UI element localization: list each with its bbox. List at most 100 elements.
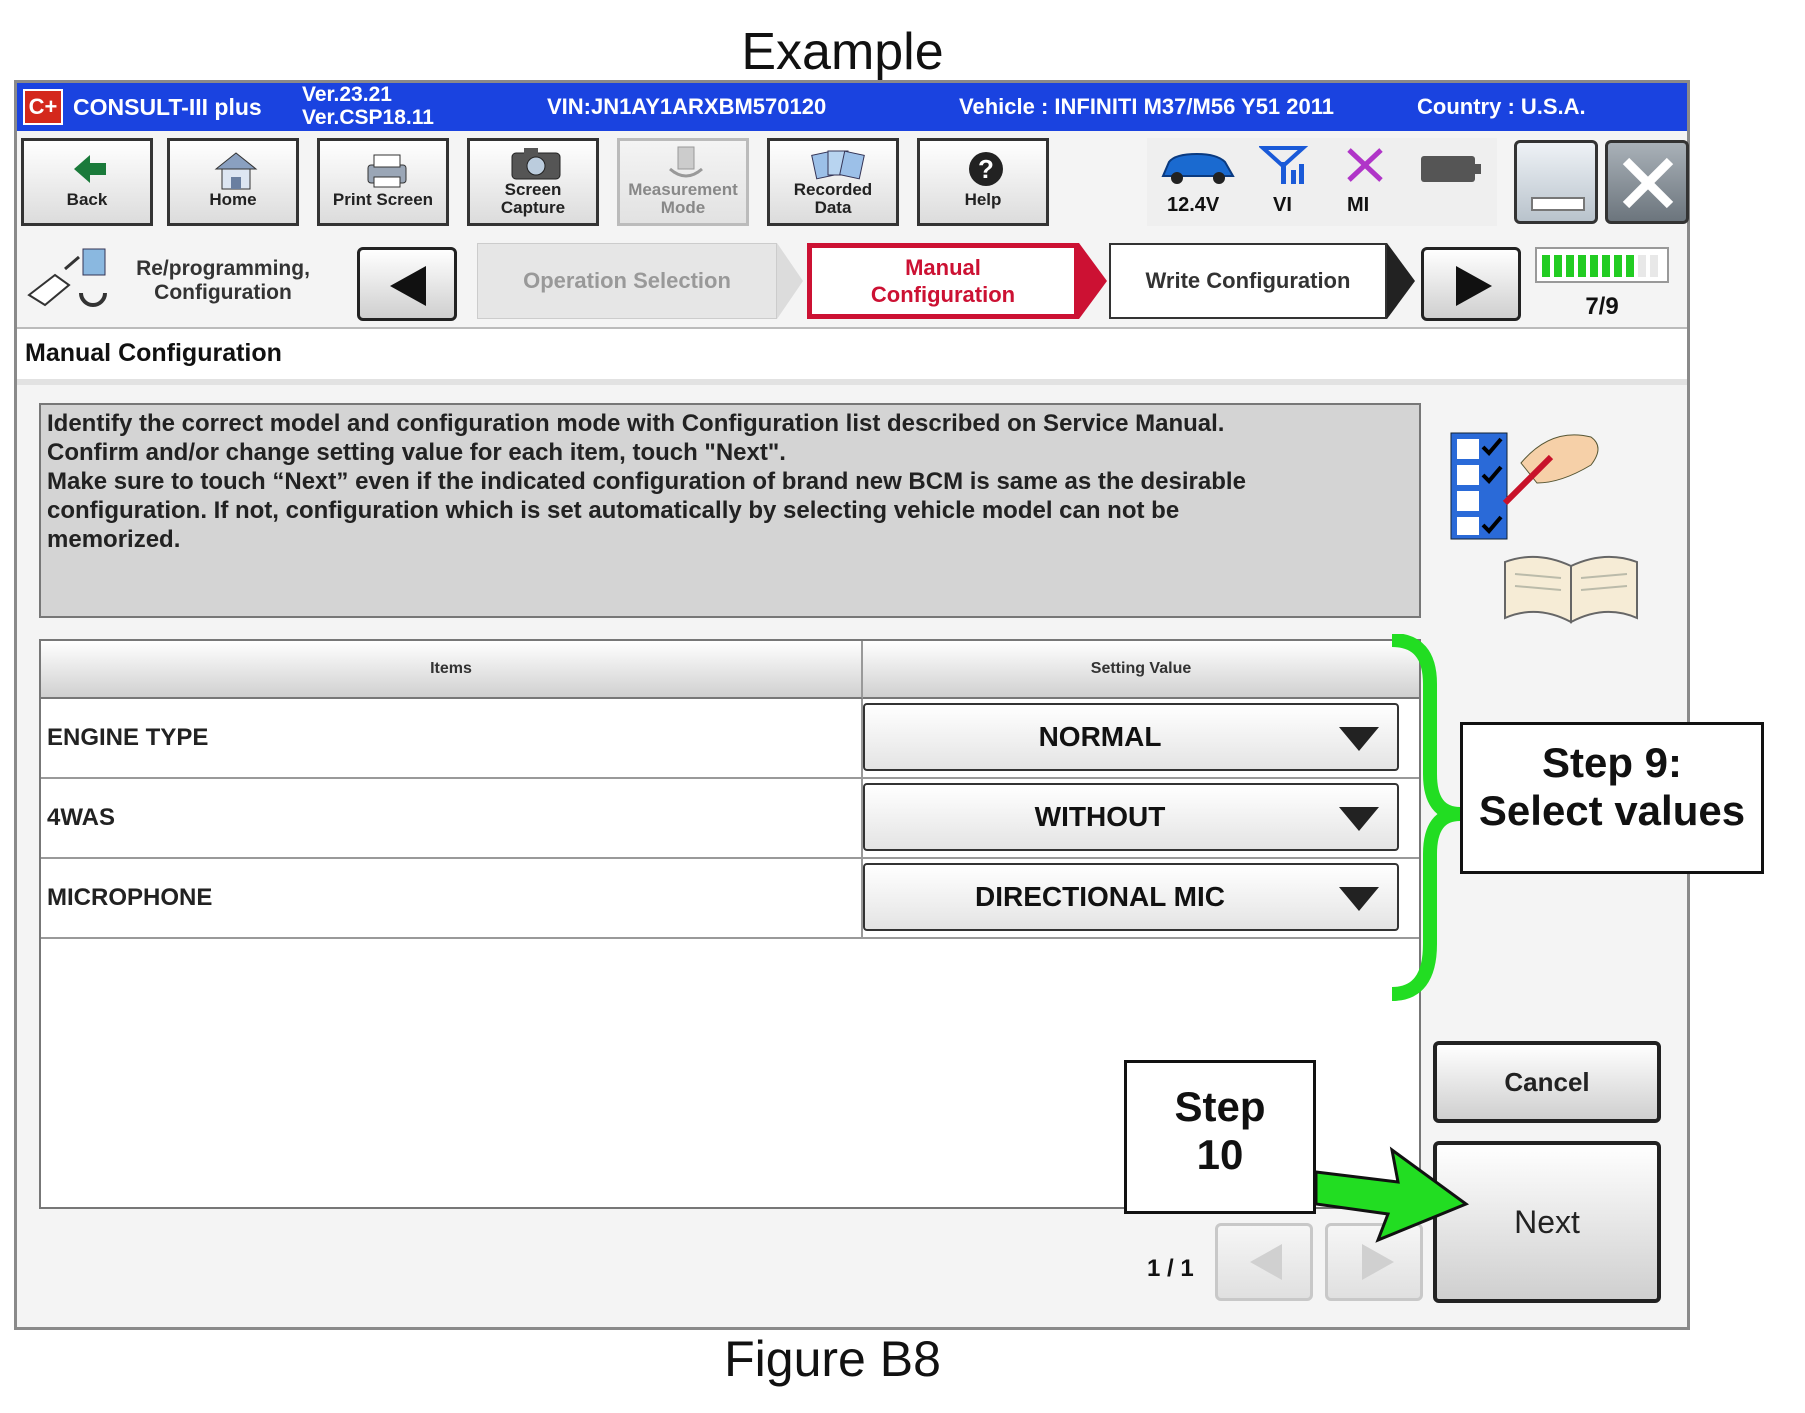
step-current-line1: Manual [905, 255, 981, 280]
progress-segment [1590, 255, 1598, 277]
instruction-line: memorized. [47, 526, 181, 553]
home-icon [170, 147, 296, 191]
breadcrumb-section: Re/programming, Configuration [113, 243, 333, 319]
triangle-left-icon [390, 266, 426, 306]
vin-label: VIN:JN1AY1ARXBM570120 [547, 94, 827, 119]
mi-disconnected-icon [1343, 144, 1387, 186]
progress-segment [1578, 255, 1586, 277]
back-arrow-icon [24, 147, 150, 191]
breadcrumb-section-line2: Configuration [154, 281, 292, 304]
step9-text: Select values [1478, 787, 1746, 834]
vi-label: VI [1273, 194, 1292, 216]
vehicle-label: Vehicle : INFINITI M37/M56 Y51 2011 [959, 94, 1334, 119]
page-next-icon [1362, 1244, 1394, 1280]
step10-callout: Step 10 [1124, 1060, 1316, 1214]
column-header-items: Items [41, 641, 863, 699]
recorded-data-icon [770, 145, 896, 181]
version-primary: Ver.23.21 [302, 83, 392, 106]
step-arrow-next [1387, 243, 1415, 319]
table-row: MICROPHONE DIRECTIONAL MIC [41, 859, 1419, 939]
table-row: ENGINE TYPE NORMAL [41, 699, 1419, 779]
page-next-button[interactable] [1325, 1223, 1423, 1301]
step-operation-selection: Operation Selection [477, 243, 777, 319]
step9-callout: Step 9: Select values [1460, 722, 1764, 874]
page-title: Manual Configuration [25, 339, 282, 367]
measurement-icon [620, 145, 746, 181]
progress-segment [1614, 255, 1622, 277]
setting-value-dropdown[interactable]: NORMAL [863, 703, 1399, 771]
instruction-line: Make sure to touch “Next” even if the in… [47, 468, 1246, 495]
version-secondary: Ver.CSP18.11 [302, 106, 434, 129]
country-label: Country : U.S.A. [1417, 94, 1586, 119]
page-prev-icon [1250, 1244, 1282, 1280]
instruction-line: Identify the correct model and configura… [47, 410, 1225, 437]
setting-value-dropdown[interactable]: WITHOUT [863, 783, 1399, 851]
example-caption: Example [741, 23, 944, 81]
consult-logo: C+ [23, 89, 63, 125]
camera-icon [470, 145, 596, 181]
help-button[interactable]: ? Help [917, 138, 1049, 226]
breadcrumb-section-line1: Re/programming, [136, 257, 310, 280]
instruction-line: Confirm and/or change setting value for … [47, 439, 786, 466]
step-arrow-1 [777, 243, 803, 319]
nav-back-button[interactable] [357, 247, 457, 321]
green-arrow-annotation [1314, 1146, 1470, 1243]
title-bar: C+ CONSULT-III plus Ver.23.21 Ver.CSP18.… [17, 83, 1687, 131]
home-button[interactable]: Home [167, 138, 299, 226]
step10-number: 10 [1196, 1131, 1244, 1178]
progress-segment [1566, 255, 1574, 277]
item-name: ENGINE TYPE [47, 724, 209, 751]
page-indicator: 1 / 1 [1147, 1255, 1194, 1282]
status-panel: 12.4V VI MI [1147, 138, 1497, 226]
reprogramming-icon [25, 245, 115, 315]
config-table: Items Setting Value ENGINE TYPE NORMAL 4… [39, 639, 1421, 1209]
page-prev-button[interactable] [1215, 1223, 1313, 1301]
setting-value: NORMAL [1038, 721, 1162, 752]
table-row: 4WAS WITHOUT [41, 779, 1419, 859]
recorded-data-button[interactable]: Recorded Data [767, 138, 899, 226]
step-write-configuration: Write Configuration [1109, 243, 1387, 319]
close-button[interactable] [1605, 140, 1689, 224]
minimize-icon [1531, 197, 1585, 211]
page-title-bar: Manual Configuration [17, 327, 1687, 385]
battery-icon [1419, 152, 1483, 186]
step-arrow-current [1079, 243, 1107, 319]
progress-segment [1650, 255, 1658, 277]
dropdown-caret-icon [1339, 807, 1379, 831]
progress-segment [1638, 255, 1646, 277]
column-header-setting-value: Setting Value [863, 641, 1419, 699]
printer-icon [320, 147, 446, 191]
cancel-button[interactable]: Cancel [1433, 1041, 1661, 1123]
close-icon [1622, 157, 1674, 209]
progress-segment [1542, 255, 1550, 277]
checklist-icon [1441, 423, 1611, 543]
mi-label: MI [1347, 194, 1370, 216]
progress-segments [1542, 255, 1658, 277]
help-icon: ? [920, 147, 1046, 191]
setting-value-dropdown[interactable]: DIRECTIONAL MIC [863, 863, 1399, 931]
screen-capture-button[interactable]: Screen Capture [467, 138, 599, 226]
step9-title: Step 9: [1541, 739, 1683, 786]
nav-forward-button[interactable] [1421, 247, 1521, 321]
back-button[interactable]: Back [21, 138, 153, 226]
step10-title: Step [1174, 1083, 1266, 1130]
app-name: CONSULT-III plus [73, 94, 262, 120]
measurement-mode-button[interactable]: Measurement Mode [617, 138, 749, 226]
print-screen-button[interactable]: Print Screen [317, 138, 449, 226]
manual-book-icon [1497, 548, 1647, 638]
instruction-box: Identify the correct model and configura… [39, 403, 1421, 618]
minimize-button[interactable] [1514, 140, 1598, 224]
vehicle-battery-icon [1157, 146, 1237, 186]
step-current-line2: Configuration [870, 282, 1016, 307]
progress-text: 7/9 [1585, 293, 1619, 320]
progress-segment [1602, 255, 1610, 277]
next-button[interactable]: Next [1433, 1141, 1661, 1303]
item-name: 4WAS [47, 804, 116, 831]
progress-bar [1535, 247, 1669, 283]
vi-signal-icon [1259, 144, 1309, 186]
setting-value: WITHOUT [1034, 801, 1166, 832]
figure-caption: Figure B8 [724, 1331, 941, 1387]
progress-segment [1554, 255, 1562, 277]
setting-value: DIRECTIONAL MIC [975, 881, 1225, 912]
step-manual-configuration: Manual Configuration [807, 243, 1079, 319]
